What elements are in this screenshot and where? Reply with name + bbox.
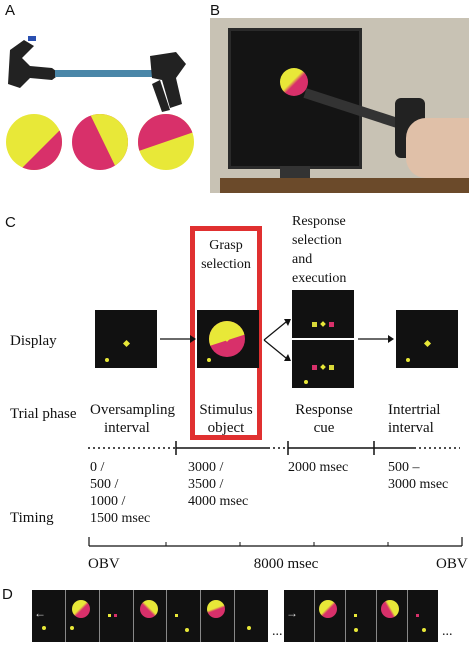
phase-oversampling-2: interval: [104, 420, 150, 436]
grasping-tool-illustration: [8, 36, 186, 112]
arrow-1-icon: [160, 335, 196, 343]
row-label-trial-phase: Trial phase: [10, 406, 77, 422]
phase-intertrial-1: Intertrial: [388, 402, 441, 418]
trial-timeline: [88, 441, 460, 455]
label-grasp-2: selection: [201, 257, 251, 272]
obv-left: OBV: [88, 556, 120, 572]
label-response-3: and: [292, 252, 313, 267]
ellipsis-middle: ...: [272, 624, 283, 639]
display-screen-response-a: [292, 290, 354, 338]
phase-stimulus-1: Stimulus: [199, 402, 253, 418]
timing-1-line2: 500 /: [90, 477, 119, 492]
obv-bracket: [88, 537, 463, 547]
row-label-timing: Timing: [10, 510, 54, 526]
obv-duration: 8000 msec: [253, 556, 319, 572]
display-screen-1: [95, 310, 157, 368]
panel-label-b: B: [210, 2, 221, 19]
ellipsis-end: ...: [442, 624, 453, 639]
timing-1-line1: 0 /: [90, 460, 105, 475]
arrow-2-icon: [358, 335, 394, 343]
label-response-4: execution: [292, 271, 347, 286]
row-label-display: Display: [10, 333, 57, 349]
phase-stimulus-2: object: [207, 420, 245, 436]
display-screen-stimulus: [197, 310, 259, 368]
timing-1-line3: 1000 /: [90, 494, 126, 509]
timing-1-line4: 1500 msec: [90, 511, 151, 526]
experiment-photo: [210, 18, 469, 193]
phase-response-1: Response: [295, 402, 353, 418]
timing-2-line3: 4000 msec: [188, 494, 249, 509]
stimulus-objects-illustration: [6, 114, 194, 170]
frame-strip-2: →: [284, 590, 438, 642]
label-grasp-1: Grasp: [209, 238, 243, 253]
branch-arrows-icon: [263, 319, 291, 361]
display-screen-intertrial: [396, 310, 458, 368]
label-response-1: Response: [292, 214, 346, 229]
label-response-2: selection: [292, 233, 342, 248]
obv-right: OBV: [436, 556, 468, 572]
grasp-selection-highlight: [190, 226, 262, 440]
frame-strip-1: ←: [32, 590, 268, 642]
panel-label-a: A: [5, 2, 16, 19]
panel-label-d: D: [2, 586, 13, 603]
phase-response-2: cue: [313, 420, 335, 436]
timing-2-line2: 3500 /: [188, 477, 224, 492]
phase-intertrial-2: interval: [388, 420, 434, 436]
phase-oversampling-1: Oversampling: [90, 402, 175, 418]
panel-label-c: C: [5, 214, 16, 231]
timing-4-line1: 500 –: [388, 460, 420, 475]
timing-2-line1: 3000 /: [188, 460, 224, 475]
display-screen-response-b: [292, 340, 354, 388]
timing-4-line2: 3000 msec: [388, 477, 449, 492]
timing-3-line1: 2000 msec: [288, 460, 349, 475]
